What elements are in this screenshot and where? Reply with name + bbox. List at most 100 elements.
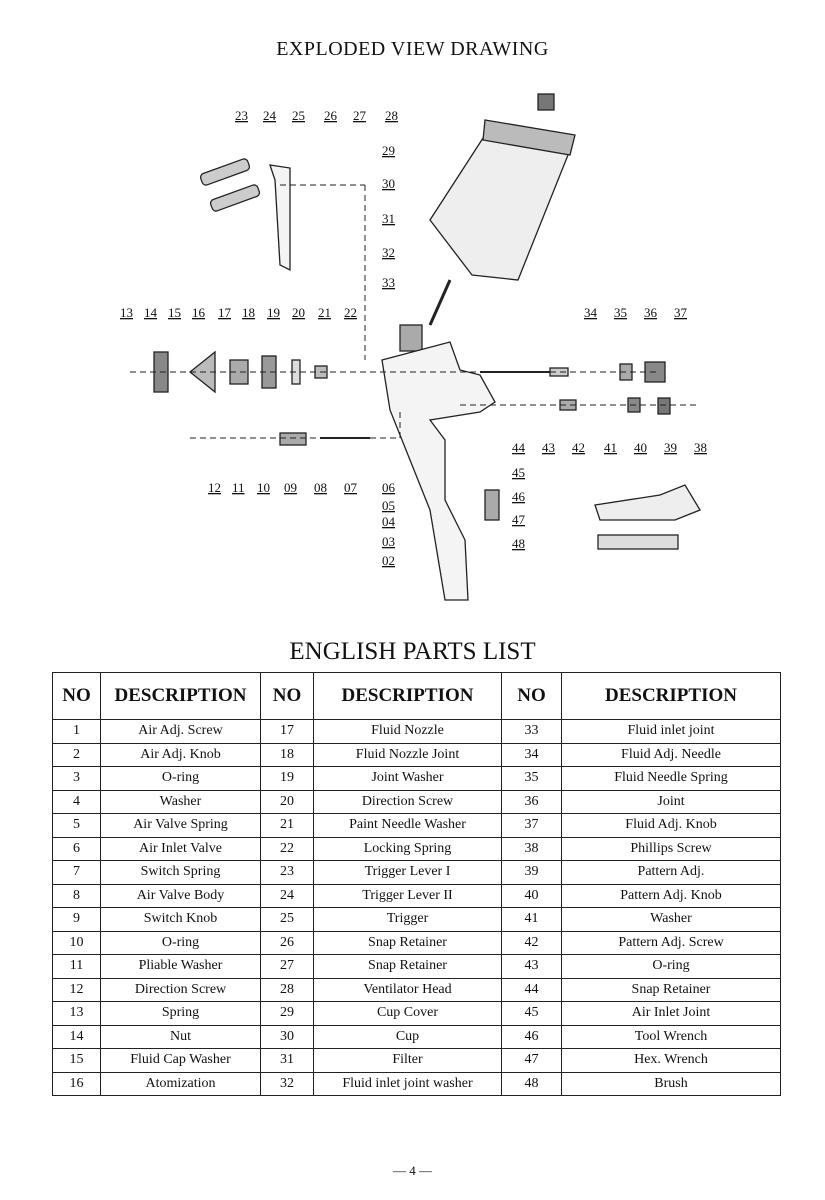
callout-16: 16 — [192, 305, 206, 320]
callout-48: 48 — [512, 536, 525, 551]
page-number: — 4 — — [393, 1163, 432, 1178]
callout-45: 45 — [512, 465, 525, 480]
part-description-cell: Switch Knob — [100, 907, 261, 932]
callout-17: 17 — [218, 305, 232, 320]
part-description-cell: Fluid Adj. Needle — [561, 742, 781, 767]
part-description-cell: Snap Retainer — [313, 930, 502, 955]
callout-12: 12 — [208, 480, 221, 495]
callout-03: 03 — [382, 534, 395, 549]
part-number-cell: 2 — [52, 742, 101, 767]
callout-34: 34 — [584, 305, 598, 320]
callout-22: 22 — [344, 305, 357, 320]
part-number-cell: 13 — [52, 1001, 101, 1026]
part-description-cell: Air Valve Body — [100, 883, 261, 908]
callout-10: 10 — [257, 480, 270, 495]
callout-47: 47 — [512, 512, 526, 527]
part-description-cell: Pattern Adj. Screw — [561, 930, 781, 955]
callout-41: 41 — [604, 440, 617, 455]
callout-05: 05 — [382, 498, 395, 513]
part-number-cell: 46 — [501, 1024, 562, 1049]
part-description-cell: Air Adj. Knob — [100, 742, 261, 767]
cup-shape — [429, 134, 571, 281]
callout-21: 21 — [318, 305, 331, 320]
part-description-cell: Ventilator Head — [313, 977, 502, 1002]
callout-43: 43 — [542, 440, 555, 455]
callout-26: 26 — [324, 108, 338, 123]
part-description-cell: Snap Retainer — [561, 977, 781, 1002]
header-description-1: DESCRIPTION — [100, 672, 261, 720]
callout-46: 46 — [512, 489, 526, 504]
callout-44: 44 — [512, 440, 526, 455]
part-description-cell: Washer — [561, 907, 781, 932]
part-description-cell: Direction Screw — [100, 977, 261, 1002]
part-description-cell: Fluid Nozzle — [313, 719, 502, 744]
callout-14: 14 — [144, 305, 158, 320]
part-number-cell: 5 — [52, 813, 101, 838]
part-number-cell: 37 — [501, 813, 562, 838]
part-number-cell: 10 — [52, 930, 101, 955]
header-description-2: DESCRIPTION — [313, 672, 502, 720]
part-description-cell: Fluid Needle Spring — [561, 766, 781, 791]
callout-24: 24 — [263, 108, 277, 123]
part-description-cell: Cup Cover — [313, 1001, 502, 1026]
part-description-cell: Pattern Adj. Knob — [561, 883, 781, 908]
part-description-cell: Trigger Lever I — [313, 860, 502, 885]
header-no-3: NO — [501, 672, 562, 720]
part-number-cell: 8 — [52, 883, 101, 908]
part-number-cell: 42 — [501, 930, 562, 955]
part-description-cell: Trigger — [313, 907, 502, 932]
part-number-cell: 44 — [501, 977, 562, 1002]
part-description-cell: Locking Spring — [313, 836, 502, 861]
callout-29: 29 — [382, 143, 395, 158]
parts-list-table: NO DESCRIPTION NO DESCRIPTION NO DESCRIP… — [52, 672, 781, 1096]
callout-09: 09 — [284, 480, 297, 495]
part-description-cell: Trigger Lever II — [313, 883, 502, 908]
part-number-cell: 23 — [260, 860, 314, 885]
part-description-cell: Air Valve Spring — [100, 813, 261, 838]
part-description-cell: Pliable Washer — [100, 954, 261, 979]
part-number-cell: 41 — [501, 907, 562, 932]
part-number-cell: 26 — [260, 930, 314, 955]
part-description-cell: Nut — [100, 1024, 261, 1049]
callout-11: 11 — [232, 480, 245, 495]
part-number-cell: 33 — [501, 719, 562, 744]
part-number-cell: 34 — [501, 742, 562, 767]
part-description-cell: Air Inlet Joint — [561, 1001, 781, 1026]
trigger-shape — [269, 164, 291, 272]
ventilator-head-shape — [537, 93, 555, 111]
callout-25: 25 — [292, 108, 305, 123]
header-description-3: DESCRIPTION — [561, 672, 781, 720]
callout-18: 18 — [242, 305, 255, 320]
header-no-2: NO — [260, 672, 314, 720]
callout-33: 33 — [382, 275, 395, 290]
part-number-cell: 36 — [501, 789, 562, 814]
part-description-cell: Pattern Adj. — [561, 860, 781, 885]
callout-36: 36 — [644, 305, 658, 320]
callout-23: 23 — [235, 108, 248, 123]
part-description-cell: O-ring — [561, 954, 781, 979]
part-description-cell: Fluid inlet joint — [561, 719, 781, 744]
callout-39: 39 — [664, 440, 677, 455]
part-description-cell: O-ring — [100, 930, 261, 955]
callout-19: 19 — [267, 305, 280, 320]
part-description-cell: Hex. Wrench — [561, 1048, 781, 1073]
callout-38: 38 — [694, 440, 707, 455]
part-number-cell: 15 — [52, 1048, 101, 1073]
part-description-cell: Snap Retainer — [313, 954, 502, 979]
part-description-cell: Washer — [100, 789, 261, 814]
callout-13: 13 — [120, 305, 133, 320]
part-description-cell: Filter — [313, 1048, 502, 1073]
part-number-cell: 32 — [260, 1071, 314, 1096]
part-number-cell: 40 — [501, 883, 562, 908]
part-number-cell: 48 — [501, 1071, 562, 1096]
part-number-cell: 25 — [260, 907, 314, 932]
